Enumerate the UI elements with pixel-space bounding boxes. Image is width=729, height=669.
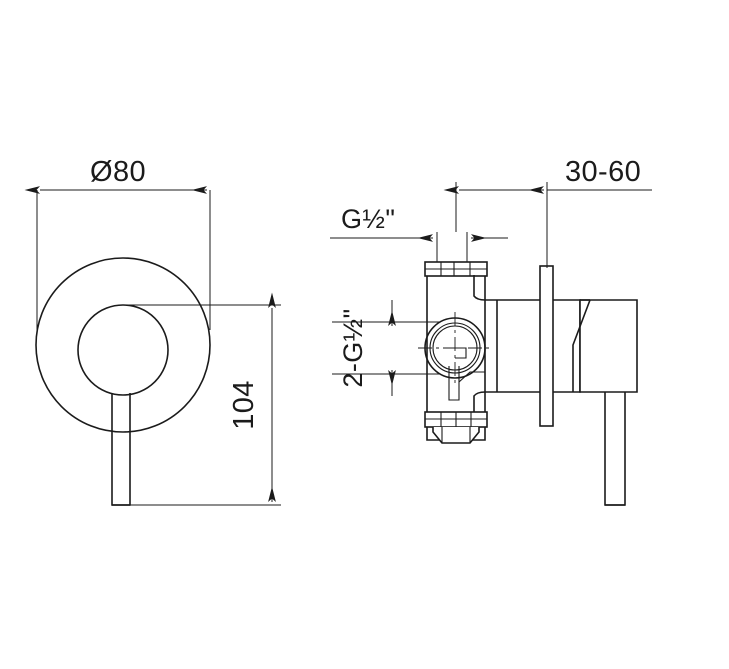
port-spigot-link bbox=[458, 371, 485, 383]
body-shoulder-bottom bbox=[473, 391, 486, 412]
height-dimension: 104 bbox=[120, 292, 281, 506]
diameter-dimension-label: Ø80 bbox=[90, 156, 146, 188]
diameter-dimension: Ø80 bbox=[24, 156, 211, 330]
side-view-group bbox=[418, 261, 638, 506]
thread-dimension-label: G½" bbox=[341, 204, 395, 234]
handle-cap-bevel bbox=[572, 299, 591, 392]
ports-dimension: 2-G½" bbox=[332, 300, 440, 396]
wall-flange-plate bbox=[539, 265, 554, 427]
inlet-port-step-detail bbox=[455, 347, 467, 359]
depth-dimension: 30-60 bbox=[443, 156, 652, 268]
handle-cap bbox=[579, 299, 638, 393]
handle-hub-circle bbox=[77, 304, 169, 396]
port-spigot-stem bbox=[448, 366, 460, 401]
depth-dimension-label: 30-60 bbox=[565, 156, 641, 188]
ports-dimension-label: 2-G½" bbox=[338, 308, 368, 387]
body-shoulder-top bbox=[473, 275, 486, 301]
front-view-group bbox=[35, 257, 211, 506]
lever-handle-front bbox=[111, 393, 131, 506]
valve-barrel bbox=[485, 299, 581, 393]
height-dimension-label: 104 bbox=[228, 380, 260, 430]
lever-handle-side bbox=[604, 392, 626, 506]
bottom-hex-nut bbox=[432, 427, 480, 444]
thread-dimension: G½" bbox=[330, 204, 508, 262]
cover-plate-outer-circle bbox=[35, 257, 211, 433]
hex-nut-facets bbox=[441, 427, 471, 443]
